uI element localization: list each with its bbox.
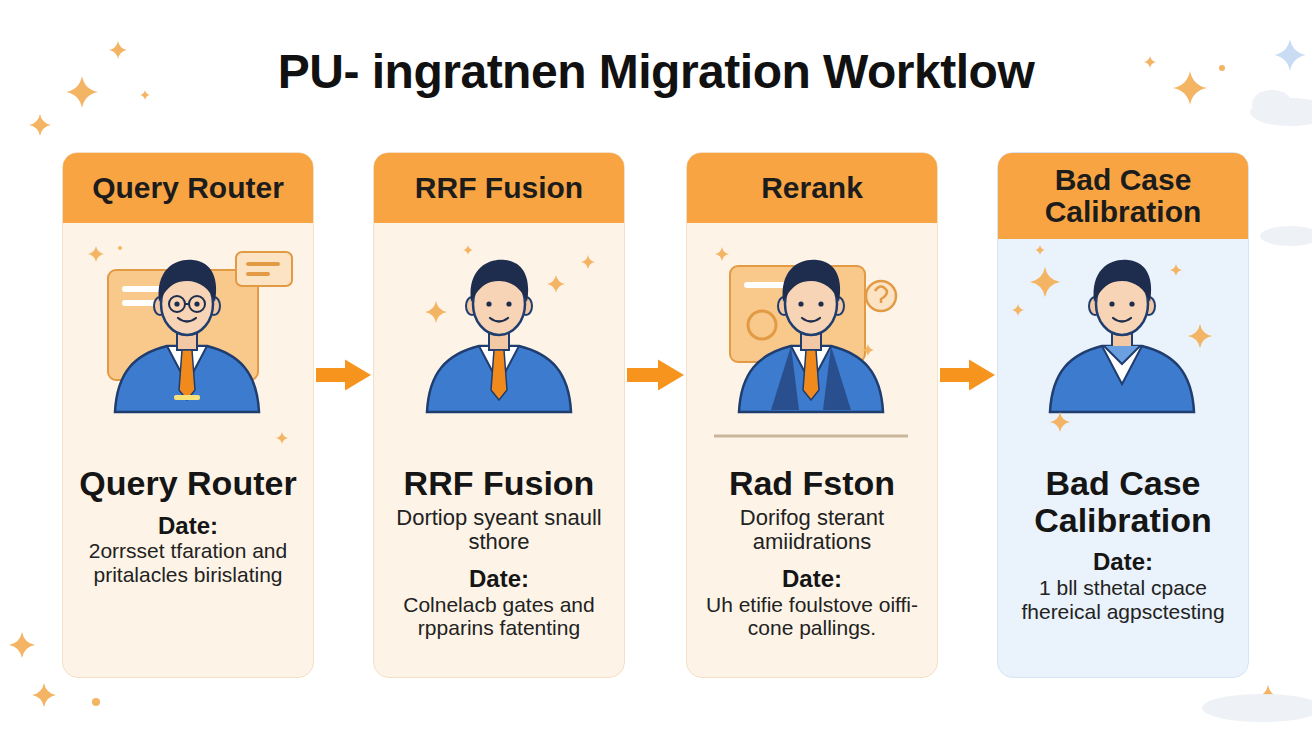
decor-shape xyxy=(581,255,595,269)
card-date: Date: xyxy=(390,565,608,593)
decor-shape xyxy=(715,247,729,261)
card-body: Uh etifie foulstove oiffi-cone pallings. xyxy=(703,593,921,640)
decor-shape xyxy=(108,270,258,380)
decor-shape xyxy=(88,246,104,262)
card-heading: Rerank xyxy=(761,172,863,204)
decor-shape xyxy=(1104,346,1140,364)
decor-shape xyxy=(179,350,195,400)
decor-shape xyxy=(122,300,192,306)
decor-shape xyxy=(140,90,150,100)
card-body: Colnelacb gates and rpparins fatenting xyxy=(390,593,608,640)
decor-shape xyxy=(1219,65,1225,71)
decor-shape xyxy=(1260,226,1312,246)
decor-shape xyxy=(174,395,200,400)
decor-shape xyxy=(425,301,447,323)
flow-arrow xyxy=(316,368,345,382)
card-title: Bad Case Calibration xyxy=(1014,465,1232,538)
card-header: Rerank xyxy=(687,153,937,223)
card-date: Date: xyxy=(1014,548,1232,576)
flow-arrow xyxy=(627,368,658,382)
decor-shape xyxy=(189,296,205,312)
decor-shape xyxy=(866,281,896,311)
decor-shape xyxy=(547,275,565,293)
decor-shape xyxy=(1012,245,1212,432)
card-heading: Query Router xyxy=(92,172,284,204)
card-heading: RRF Fusion xyxy=(415,172,583,204)
card3-illustration xyxy=(714,247,908,436)
card-date: Date: xyxy=(79,512,297,540)
sparkle-group xyxy=(9,41,1280,709)
decor-shape xyxy=(427,260,571,412)
decor-shape xyxy=(118,246,122,250)
decor-shape xyxy=(66,76,98,108)
decor-shape xyxy=(1202,694,1312,722)
flow-arrow xyxy=(940,368,969,382)
decor-shape xyxy=(491,350,507,400)
decor-shape xyxy=(1170,264,1182,276)
decor-shape xyxy=(1173,71,1207,105)
step-card: RerankRad FstonDorifog sterant amiidrati… xyxy=(686,152,938,678)
card-title: Query Router xyxy=(79,465,297,502)
decor-shape xyxy=(169,296,185,312)
card-header: Query Router xyxy=(63,153,313,223)
decor-shape xyxy=(463,245,473,255)
card-title: Rad Fston xyxy=(703,465,921,502)
card1-illustration xyxy=(88,246,292,444)
decor-shape xyxy=(1030,267,1060,297)
decor-shape xyxy=(748,311,776,339)
decor-shape xyxy=(115,260,259,412)
card-body: Bad Case CalibrationDate:1 bll sthetal c… xyxy=(998,465,1248,623)
decor-shape xyxy=(276,432,288,444)
card4-illustration xyxy=(1012,245,1212,432)
decor-shape xyxy=(744,282,790,288)
card-body: RRF FusionDortiop syeant snaull sthoreDa… xyxy=(374,465,624,640)
card-heading: Bad Case Calibration xyxy=(1008,164,1238,229)
card-body: 2orrsset tfaration and pritalacles biris… xyxy=(79,539,297,586)
decor-shape xyxy=(1050,260,1194,412)
decor-shape xyxy=(739,260,883,412)
diagram-title: PU- ingratnen Migration Worktlow xyxy=(0,44,1312,99)
decor-shape xyxy=(236,252,292,286)
card-date: Date: xyxy=(703,565,921,593)
decor-shape xyxy=(109,41,127,59)
card-body: Query RouterDate:2orrsset tfaration and … xyxy=(63,465,313,586)
card-body: Rad FstonDorifog sterant amiidrationsDat… xyxy=(687,465,937,640)
step-card: Query RouterQuery RouterDate:2orrsset tf… xyxy=(62,152,314,678)
decor-shape xyxy=(185,303,189,305)
decor-shape xyxy=(1012,304,1024,316)
decor-shape xyxy=(1144,56,1156,68)
decor-shape xyxy=(1050,412,1070,432)
decor-shape xyxy=(1188,324,1212,348)
decor-shape xyxy=(246,272,270,276)
decor-shape xyxy=(1274,39,1306,71)
card-body: 1 bll sthetal cpace fhereical agpsctesti… xyxy=(1014,576,1232,623)
card-header: Bad Case Calibration xyxy=(998,153,1248,239)
card-sub: Dortiop syeant snaull sthore xyxy=(390,506,608,555)
decor-shape xyxy=(246,262,280,266)
decor-shape xyxy=(88,246,288,444)
step-card: Bad Case CalibrationBad Case Calibration… xyxy=(997,152,1249,678)
decor-shape xyxy=(122,286,172,292)
card-header: RRF Fusion xyxy=(374,153,624,223)
decor-shape xyxy=(425,245,595,323)
decor-shape xyxy=(875,287,887,304)
decor-shape xyxy=(1035,245,1045,255)
decor-shape xyxy=(92,698,100,706)
decor-shape xyxy=(803,350,819,400)
card2-illustration xyxy=(425,245,595,412)
decor-shape xyxy=(862,344,874,356)
step-card: RRF FusionRRF FusionDortiop syeant snaul… xyxy=(373,152,625,678)
decor-shape xyxy=(1252,90,1292,118)
card-title: RRF Fusion xyxy=(390,465,608,502)
card-sub: Dorifog sterant amiidrations xyxy=(703,506,921,555)
decor-shape xyxy=(29,114,51,136)
decor-shape xyxy=(9,632,35,658)
decor-shape xyxy=(771,346,851,410)
decor-shape xyxy=(714,435,908,438)
decor-shape xyxy=(715,247,874,356)
decor-shape xyxy=(730,266,865,362)
decor-shape xyxy=(169,296,205,312)
decor-shape xyxy=(32,683,56,707)
